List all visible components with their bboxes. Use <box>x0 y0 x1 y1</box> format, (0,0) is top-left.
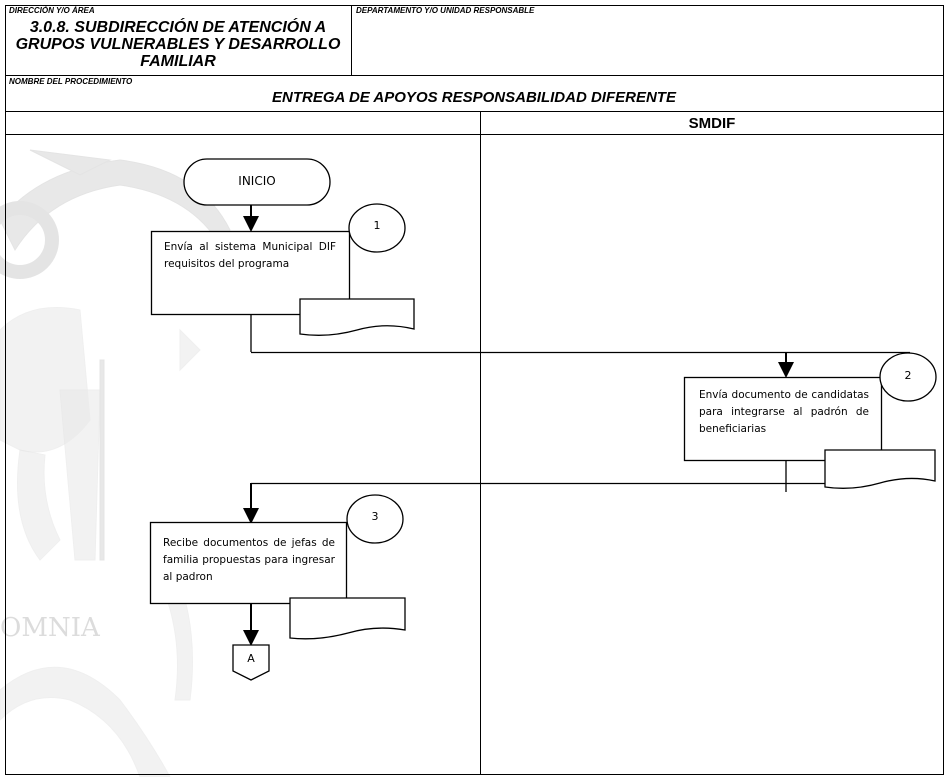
step3-text: Recibe documentos de jefas de familia pr… <box>163 537 335 583</box>
step2-box <box>683 376 883 462</box>
step3-box <box>149 521 348 605</box>
step3-number-circle <box>346 494 404 544</box>
procedure-title: ENTREGA DE APOYOS RESPONSABILIDAD DIFERE… <box>272 89 676 106</box>
procedure-label: NOMBRE DEL PROCEDIMIENTO <box>9 77 133 86</box>
start-terminator <box>183 158 331 206</box>
lane-title-smdif: SMDIF <box>688 115 736 132</box>
step3-number: 3 <box>371 510 379 523</box>
area-label: DIRECCIÓN Y/O ÁREA <box>9 6 95 15</box>
step1-number-circle <box>348 203 406 253</box>
step2-number: 2 <box>904 369 912 382</box>
area-title: 3.0.8. SUBDIRECCIÓN DE ATENCIÓN A GRUPOS… <box>15 19 341 70</box>
department-label: DEPARTAMENTO Y/O UNIDAD RESPONSABLE <box>356 6 535 15</box>
step2-text: Envía documento de candidatas para integ… <box>699 389 869 435</box>
step2-document-icon <box>824 449 936 489</box>
start-label: INICIO <box>238 174 276 188</box>
step1-document-icon <box>299 298 415 336</box>
step2-number-circle <box>879 352 937 402</box>
offpage-connector <box>232 644 270 681</box>
step1-number: 1 <box>373 219 381 232</box>
step3-document-icon <box>289 597 406 640</box>
watermark-text: OMNIA <box>0 613 101 643</box>
connector-label: A <box>247 652 255 665</box>
step1-text: Envía al sistema Municipal DIF requisito… <box>164 241 336 270</box>
